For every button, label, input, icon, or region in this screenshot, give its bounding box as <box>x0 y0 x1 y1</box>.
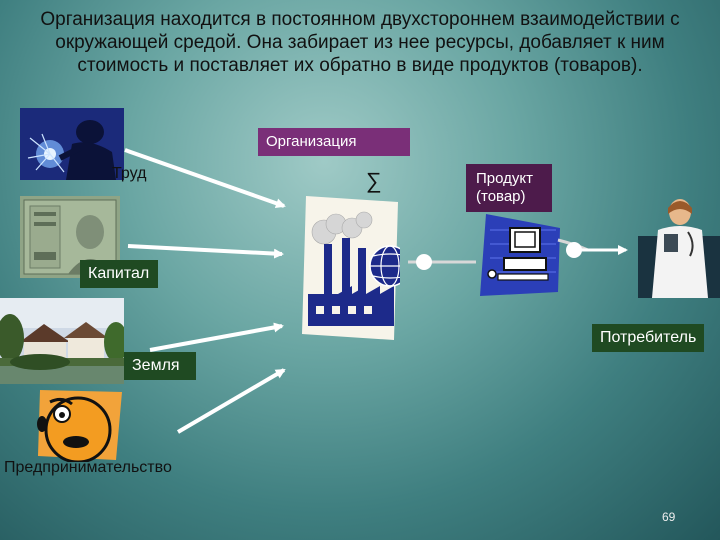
consumer-label: Потребитель <box>592 324 704 352</box>
product-label: Продукт (товар) <box>466 164 552 212</box>
labor-label: Труд <box>112 164 146 184</box>
computer-to-consumer-connector <box>558 240 626 258</box>
capital-label: Капитал <box>80 260 158 288</box>
land-label: Земля <box>124 352 196 380</box>
entrepreneurship-label: Предпринимательство <box>4 458 172 478</box>
land-arrow <box>150 326 282 350</box>
labor-arrow <box>125 150 284 206</box>
capital-arrow <box>128 246 282 254</box>
sigma-symbol: ∑ <box>366 168 382 194</box>
page-number: 69 <box>662 510 675 524</box>
globe-to-computer-connector <box>408 254 476 270</box>
organization-label: Организация <box>258 128 410 156</box>
